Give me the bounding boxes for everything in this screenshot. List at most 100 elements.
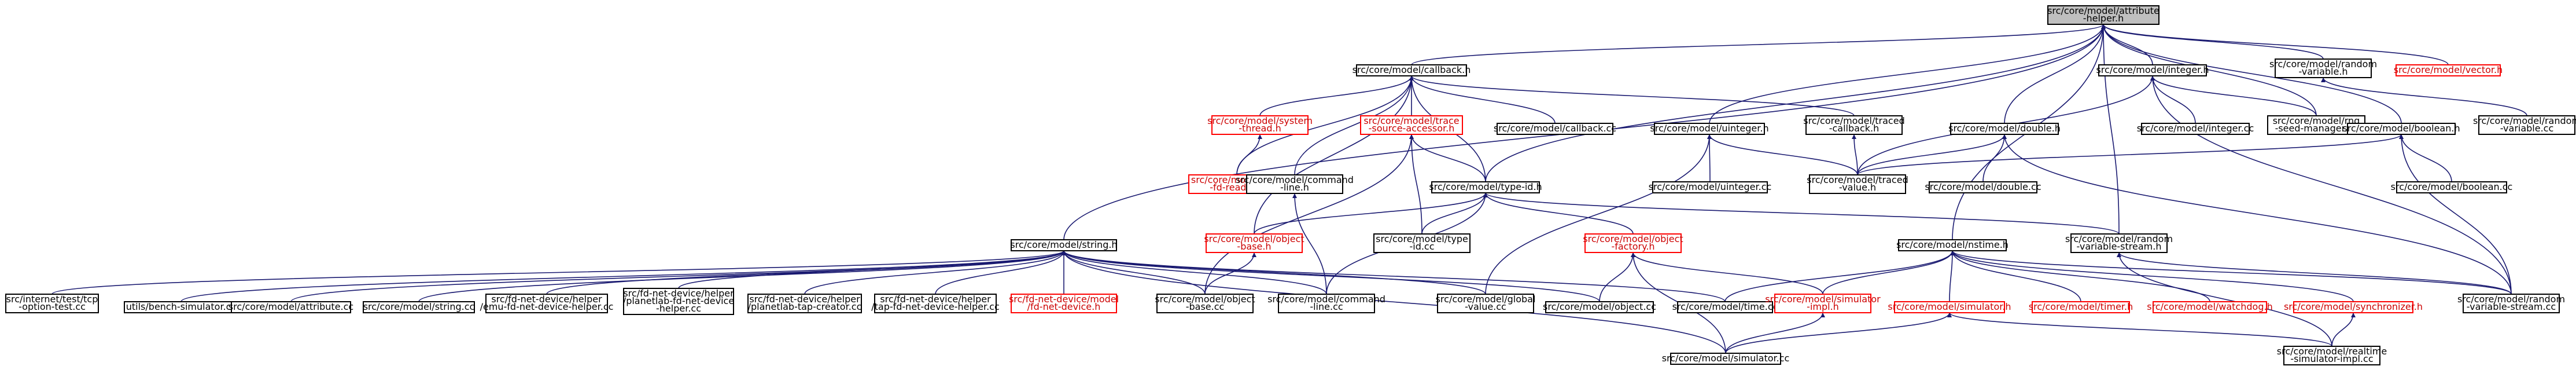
- node-object_base_cc[interactable]: src/core/model/object-base.cc: [1155, 294, 1255, 313]
- node-label-line: src/core/model/nstime.h: [1896, 239, 2009, 250]
- node-planetlab_tap_creator_cc[interactable]: src/fd-net-device/helper/planetlab-tap-c…: [747, 294, 862, 313]
- edge-string_cc-to-string_h: [418, 250, 1066, 302]
- edge-rng_seed_manager_cc-to-root: [2101, 24, 2317, 116]
- node-command_line_cc[interactable]: src/core/model/command-line.cc: [1267, 294, 1385, 313]
- node-random_variable_h[interactable]: src/core/model/random-variable.h: [2269, 58, 2377, 78]
- edge-object_base_h-to-callback_h: [1254, 75, 1414, 235]
- edge-callback_h-to-root: [1411, 24, 2106, 65]
- node-time_cc[interactable]: src/core/model/time.cc: [1672, 301, 1778, 313]
- edge-unix_fd_reader_h-to-system_thread_h: [1236, 134, 1262, 175]
- edge-simulator_cc-to-string_h: [1062, 250, 1726, 354]
- edge-tcp_option_test_cc-to-string_h: [51, 250, 1066, 295]
- node-box: [2396, 181, 2507, 193]
- edge-vector_h-to-root: [2101, 24, 2449, 65]
- node-string_cc[interactable]: src/core/model/string.cc: [363, 301, 475, 313]
- edge-rng_seed_manager_cc-to-integer_h: [2150, 75, 2317, 116]
- edge-random_variable_stream_cc-to-boolean_h: [2399, 134, 2512, 295]
- node-synchronizer_h[interactable]: src/core/model/synchronizer.h: [2284, 301, 2423, 313]
- edge-double_h-to-root: [2004, 24, 2106, 124]
- edge-uinteger_h-to-root: [1709, 24, 2106, 124]
- node-double_cc[interactable]: src/core/model/double.cc: [1925, 181, 2041, 193]
- node-random_variable_cc[interactable]: src/core/model/random-variable.cc: [2473, 115, 2576, 135]
- node-traced_value_h[interactable]: src/core/model/traced-value.h: [1807, 174, 1908, 194]
- node-trace_source_accessor_h[interactable]: src/core/model/trace-source-accessor.h: [1360, 115, 1463, 135]
- node-emu_fd_helper_cc[interactable]: src/fd-net-device/helper/emu-fd-net-devi…: [480, 294, 614, 313]
- node-label-line: -factory.h: [1611, 241, 1654, 252]
- node-system_thread_h[interactable]: src/core/model/system-thread.h: [1207, 115, 1313, 135]
- node-box: [1360, 115, 1463, 135]
- node-global_value_cc[interactable]: src/core/model/global-value.cc: [1436, 294, 1536, 313]
- node-rng_seed_manager_cc[interactable]: src/core/model/rng-seed-manager.cc: [2267, 115, 2365, 135]
- node-label-line: src/core/model/simulator: [1765, 294, 1881, 305]
- node-label-line: src/core/model/simulator.cc: [1662, 353, 1790, 364]
- node-object_cc[interactable]: src/core/model/object.cc: [1543, 301, 1656, 313]
- node-label-line: src/core/model/realtime: [2277, 346, 2387, 357]
- node-object_factory_h[interactable]: src/core/model/object-factory.h: [1583, 233, 1683, 253]
- node-label-line: src/core/model/string.cc: [363, 301, 475, 312]
- node-vector_h[interactable]: src/core/model/vector.h: [2394, 64, 2503, 76]
- node-integer_cc[interactable]: src/core/model/integer.cc: [2137, 123, 2254, 135]
- node-planetlab_fd_helper_cc[interactable]: src/fd-net-device/helper/planetlab-fd-ne…: [623, 288, 734, 315]
- node-uinteger_h[interactable]: src/core/model/uinteger.h: [1650, 123, 1769, 135]
- edge-type_id_cc-to-trace_source_accessor_h: [1409, 134, 1422, 235]
- node-label-line: src/core/model/object: [1204, 233, 1304, 244]
- node-box: [1206, 233, 1303, 253]
- node-simulator_impl_h[interactable]: src/core/model/simulator-impl.h: [1765, 294, 1881, 313]
- node-label-line: /tap-fd-net-device-helper.cc: [871, 301, 1000, 312]
- node-random_variable_stream_cc[interactable]: src/core/model/random-variable-stream.cc: [2457, 294, 2565, 313]
- node-tap_fd_helper_cc[interactable]: src/fd-net-device/helper/tap-fd-net-devi…: [871, 294, 1000, 313]
- node-timer_h[interactable]: src/core/model/timer.h: [2029, 301, 2133, 313]
- node-nstime_h[interactable]: src/core/model/nstime.h: [1896, 239, 2009, 251]
- node-box: [1898, 239, 2007, 251]
- node-box: [1211, 115, 1309, 135]
- node-type_id_h[interactable]: src/core/model/type-id.h: [1429, 181, 1542, 193]
- node-box: [1437, 294, 1534, 313]
- node-box: [1356, 64, 1467, 76]
- node-tcp_option_test_cc[interactable]: src/internet/test/tcp-option-test.cc: [5, 294, 99, 313]
- node-callback_cc[interactable]: src/core/model/callback.cc: [1494, 123, 1616, 135]
- node-random_variable_stream_h[interactable]: src/core/model/random-variable-stream.h: [2065, 233, 2173, 253]
- node-label-line: src/core/model/watchdog.h: [2147, 301, 2272, 312]
- edge-realtime_simulator_impl_cc-to-synchronizer_h: [2331, 312, 2356, 347]
- node-double_h[interactable]: src/core/model/double.h: [1948, 123, 2061, 135]
- node-boolean_h[interactable]: src/core/model/boolean.h: [2342, 123, 2460, 135]
- node-box: [485, 294, 608, 313]
- node-type_id_cc[interactable]: src/core/model/type-id.cc: [1373, 233, 1471, 253]
- node-bench_simulator_cc[interactable]: utils/bench-simulator.cc: [124, 301, 238, 313]
- node-attribute_cc[interactable]: src/core/model/attribute.cc: [229, 301, 353, 313]
- node-simulator_cc[interactable]: src/core/model/simulator.cc: [1662, 353, 1790, 365]
- node-object_base_h[interactable]: src/core/model/object-base.h: [1204, 233, 1304, 253]
- node-integer_h[interactable]: src/core/model/integer.h: [2096, 64, 2209, 76]
- node-label-line: src/core/model/type: [1376, 233, 1468, 244]
- nodes-layer: src/core/model/attribute-helper.h src/cor…: [5, 5, 2576, 365]
- node-traced_callback_h[interactable]: src/core/model/traced-callback.h: [1803, 115, 1905, 135]
- node-string_h[interactable]: src/core/model/string.h: [1010, 239, 1118, 251]
- node-root: src/core/model/attribute-helper.h: [2047, 5, 2159, 25]
- node-box: [1545, 301, 1654, 313]
- edge-type_id_h-to-trace_source_accessor_h: [1409, 134, 1486, 182]
- node-callback_h[interactable]: src/core/model/callback.h: [1353, 64, 1471, 76]
- node-uinteger_cc[interactable]: src/core/model/uinteger.cc: [1649, 181, 1772, 193]
- node-watchdog_h[interactable]: src/core/model/watchdog.h: [2147, 301, 2273, 313]
- node-label-line: -base.cc: [1186, 301, 1225, 312]
- node-label-line: src/core/model/command: [1236, 174, 1354, 185]
- edge-object_cc-to-string_h: [1062, 250, 1600, 302]
- edge-random_variable_stream_cc-to-double_h: [2002, 134, 2512, 295]
- edge-random_variable_stream_cc-to-integer_h: [2150, 75, 2512, 295]
- edge-random_variable_stream_h-to-root: [2101, 24, 2120, 235]
- node-box: [1278, 294, 1375, 313]
- node-label-line: src/fd-net-device/helper: [749, 294, 860, 305]
- node-label-line: utils/bench-simulator.cc: [126, 301, 237, 312]
- node-label-line: src/core/model/system: [1207, 115, 1313, 126]
- node-simulator_h[interactable]: src/core/model/simulator.h: [1888, 301, 2011, 313]
- node-label-line: src/core/model/traced: [1807, 174, 1908, 185]
- node-command_line_h[interactable]: src/core/model/command-line.h: [1236, 174, 1354, 194]
- edge-global_value_cc-to-string_h: [1062, 250, 1486, 295]
- node-box: [1677, 301, 1773, 313]
- node-fd_net_device_h[interactable]: src/fd-net-device/model/fd-net-device.h: [1009, 294, 1119, 313]
- node-boolean_cc[interactable]: src/core/model/boolean.cc: [2391, 181, 2513, 193]
- node-label-line: src/core/model/time.cc: [1672, 301, 1778, 312]
- node-box: [1584, 233, 1682, 253]
- node-realtime_simulator_impl_cc[interactable]: src/core/model/realtime-simulator-impl.c…: [2277, 346, 2387, 365]
